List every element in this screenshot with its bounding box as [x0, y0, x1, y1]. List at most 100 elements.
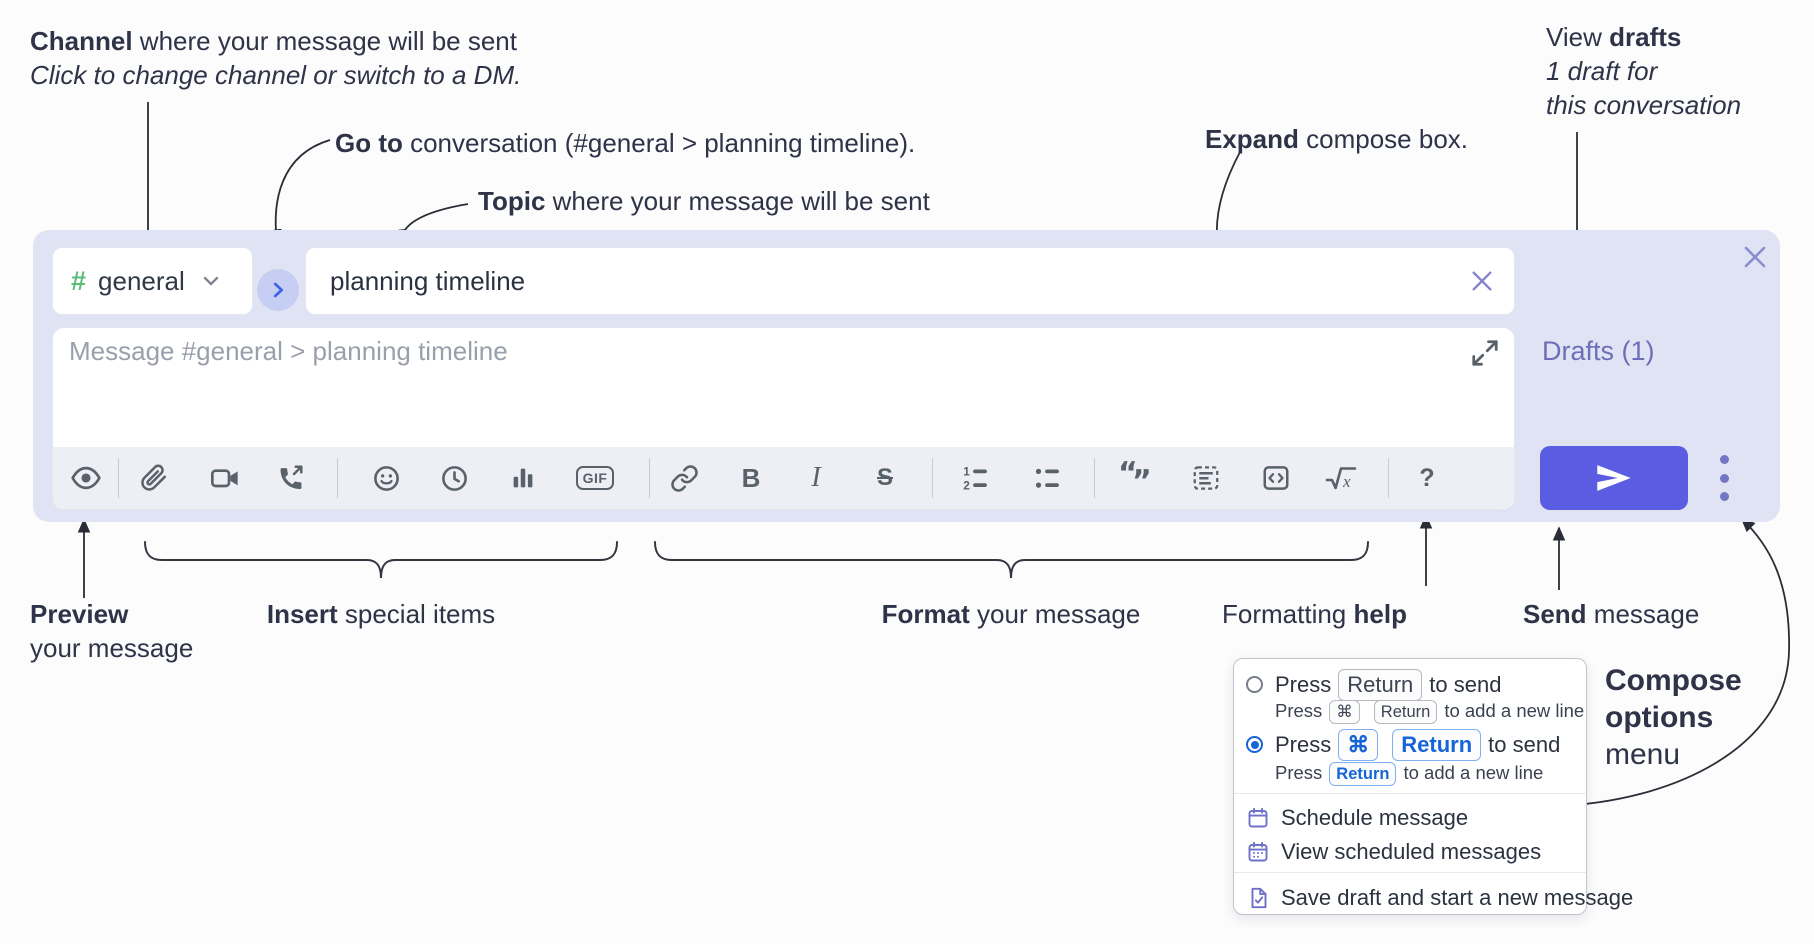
strikethrough-button[interactable]: S	[857, 447, 913, 509]
emoji-button[interactable]	[358, 447, 414, 509]
preview-button[interactable]	[58, 447, 114, 509]
video-camera-icon	[211, 469, 238, 488]
annotation-compose-options-line2: options	[1605, 701, 1714, 734]
annotation-view-drafts-bold: drafts	[1609, 22, 1682, 52]
annotation-help-pre: Formatting	[1222, 599, 1354, 629]
phone-outgoing-icon	[280, 465, 303, 489]
close-compose-button[interactable]	[1742, 244, 1768, 270]
send-paper-plane-icon	[1597, 465, 1631, 491]
audio-call-button[interactable]	[262, 447, 318, 509]
italic-button[interactable]: I	[788, 447, 844, 509]
menu-item-save-draft[interactable]: Save draft and start a new message	[1246, 885, 1633, 911]
dots-vertical-icon	[1719, 455, 1729, 464]
topic-value: planning timeline	[330, 265, 526, 296]
italic-icon: I	[811, 462, 821, 493]
topic-input[interactable]: planning timeline	[305, 247, 1515, 315]
bold-icon: B	[741, 462, 761, 493]
return-key: Return	[1329, 762, 1397, 787]
blockquote-button[interactable]: “ ”	[1106, 447, 1162, 509]
annotation-format-bold: Format	[881, 599, 970, 629]
annotation-preview: Preview your message	[30, 597, 193, 665]
annotation-goto: Go to conversation (#general > planning …	[335, 126, 915, 160]
menu-divider	[1234, 793, 1586, 794]
annotation-view-drafts-line1: View drafts	[1546, 20, 1741, 54]
svg-text:x: x	[1342, 472, 1351, 491]
channel-selector[interactable]: # general	[52, 247, 253, 315]
video-clip-button[interactable]	[197, 447, 253, 509]
channel-hash-icon: #	[71, 265, 87, 296]
annotation-send: Send message	[1523, 597, 1699, 631]
link-icon	[670, 464, 698, 492]
annotation-send-bold: Send	[1523, 599, 1587, 629]
compose-options-button[interactable]	[1712, 455, 1736, 501]
gif-icon: GIF	[575, 466, 615, 490]
annotation-preview-bold: Preview	[30, 599, 129, 629]
cmd-key: ⌘	[1329, 700, 1360, 725]
insert-brace	[144, 541, 618, 579]
svg-text:1: 1	[963, 465, 970, 479]
annotation-topic-rest: where your message will be sent	[545, 186, 930, 216]
radio-unselected-icon[interactable]	[1246, 676, 1263, 694]
radio-selected-icon[interactable]	[1246, 736, 1263, 754]
toolbar-divider	[1388, 458, 1389, 498]
close-icon	[1744, 246, 1766, 268]
send-button[interactable]	[1540, 446, 1688, 510]
menu-item-schedule-message[interactable]: Schedule message	[1246, 805, 1468, 831]
message-input[interactable]: Message #general > planning timeline	[52, 327, 1515, 510]
bold-button[interactable]: B	[723, 447, 779, 509]
annotation-view-drafts-line2: 1 draft for	[1546, 56, 1658, 86]
goto-pointer-line	[269, 139, 331, 244]
annotation-channel-sub: Click to change channel or switch to a D…	[30, 60, 522, 90]
chevron-down-icon	[203, 276, 218, 286]
recent-button[interactable]	[426, 447, 482, 509]
svg-text:2: 2	[963, 478, 970, 492]
channel-name: general	[98, 265, 185, 296]
preview-eye-icon	[71, 466, 101, 490]
link-button[interactable]	[656, 447, 712, 509]
annotation-view-drafts-line3: this conversation	[1546, 90, 1742, 120]
bullet-list-button[interactable]	[1019, 447, 1075, 509]
clear-topic-button[interactable]	[1470, 269, 1494, 293]
code-block-button[interactable]	[1178, 447, 1234, 509]
goto-conversation-button[interactable]	[257, 269, 299, 311]
menu-item-view-scheduled[interactable]: View scheduled messages	[1246, 839, 1541, 865]
formula-sqrt-icon: x	[1325, 467, 1357, 491]
annotation-insert-rest: special items	[337, 599, 496, 629]
calendar-dots-icon	[1246, 840, 1270, 864]
paperclip-icon	[141, 464, 167, 491]
annotation-channel-line1: Channel where your message will be sent	[30, 24, 521, 58]
poll-button[interactable]	[495, 447, 551, 509]
formatting-toolbar: GIF B I S 1 2	[53, 447, 1514, 509]
expand-compose-button[interactable]	[1470, 338, 1500, 368]
blockquote-icon: “ ”	[1118, 461, 1151, 495]
formatting-help-button[interactable]: ?	[1399, 447, 1455, 509]
annotation-goto-rest: conversation (#general > planning timeli…	[402, 128, 916, 158]
expand-icon	[1472, 340, 1498, 366]
annotation-expand: Expand compose box.	[1205, 122, 1468, 156]
bar-chart-icon	[513, 468, 533, 488]
annotation-view-drafts: View drafts 1 draft for this conversatio…	[1546, 20, 1741, 122]
attach-button[interactable]	[125, 447, 181, 509]
formula-button[interactable]: x	[1313, 447, 1369, 509]
toolbar-divider	[932, 458, 933, 498]
annotation-compose-options: Compose options menu	[1605, 662, 1742, 773]
annotation-expand-bold: Expand	[1205, 124, 1299, 154]
annotation-expand-rest: compose box.	[1298, 124, 1469, 154]
drafts-link[interactable]: Drafts (1)	[1542, 336, 1655, 366]
return-key: Return	[1373, 700, 1438, 725]
inline-code-button[interactable]	[1248, 447, 1304, 509]
gif-button[interactable]: GIF	[567, 447, 623, 509]
toolbar-divider	[1094, 458, 1095, 498]
annotation-goto-bold: Go to	[335, 128, 403, 158]
annotation-insert-bold: Insert	[266, 599, 338, 629]
annotation-topic-bold: Topic	[478, 186, 546, 216]
code-block-icon	[1193, 466, 1219, 490]
calendar-icon	[1246, 806, 1270, 830]
help-icon: ?	[1419, 463, 1435, 492]
ordered-list-button[interactable]: 1 2	[947, 447, 1003, 509]
